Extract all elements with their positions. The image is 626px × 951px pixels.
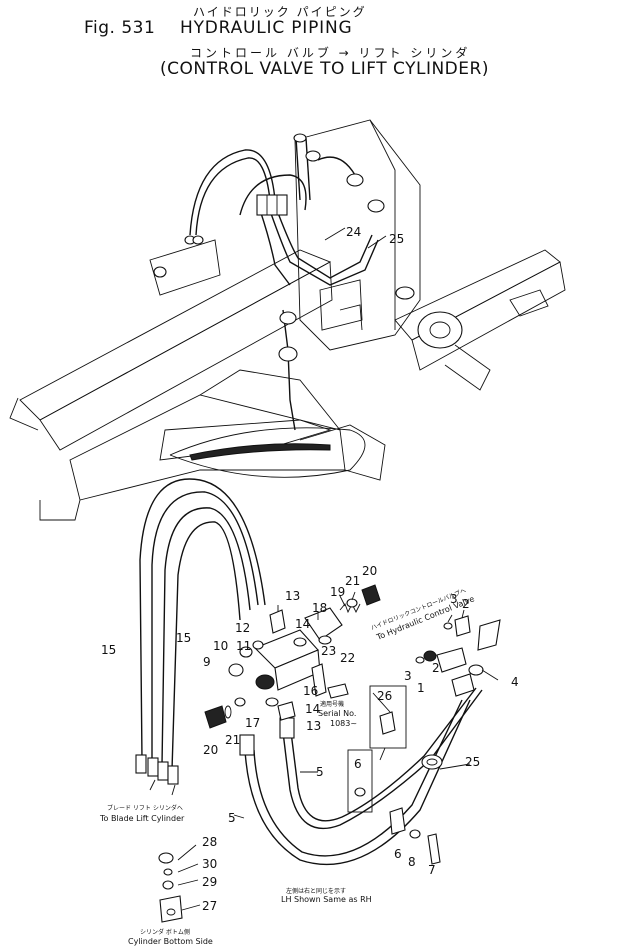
figure-number: Fig. 531 <box>84 18 156 38</box>
callout: 17 <box>245 716 260 730</box>
blade-cylinder-label-jp: ブレード リフト シリンダへ <box>107 804 183 812</box>
callout: 6 <box>394 847 402 861</box>
callout: 27 <box>202 899 217 913</box>
fittings-cluster <box>158 227 501 923</box>
callout: 21 <box>225 733 240 747</box>
callout: 21 <box>345 574 360 588</box>
serial-label-jp: 適用号機 <box>320 700 344 708</box>
callout: 23 <box>321 644 336 658</box>
blade-cylinder-label: To Blade Lift Cylinder <box>99 814 185 823</box>
callout: 11 <box>236 639 251 653</box>
callout: 29 <box>202 875 217 889</box>
callout: 14 <box>305 702 320 716</box>
callout: 2 <box>432 661 440 675</box>
title-japanese: ハイドロリック パイピング <box>193 5 367 19</box>
callout: 2 <box>462 597 470 611</box>
callout: 15 <box>101 643 116 657</box>
callout: 25 <box>389 232 404 246</box>
callout: 24 <box>346 225 361 239</box>
callout: 13 <box>285 589 300 603</box>
callout: 12 <box>235 621 250 635</box>
serial-label: Serial No. <box>318 709 356 718</box>
callout: 15 <box>176 631 191 645</box>
callout: 1 <box>417 681 425 695</box>
lh-note: LH Shown Same as RH <box>281 895 372 904</box>
callout: 26 <box>377 689 392 703</box>
serial-range: 1083~ <box>330 719 357 728</box>
callout: 18 <box>312 601 327 615</box>
callout: 10 <box>213 639 228 653</box>
callout: 28 <box>202 835 217 849</box>
blade-lift-hoses <box>135 478 266 796</box>
callout: 4 <box>511 675 519 689</box>
callout: 8 <box>408 855 416 869</box>
callout: 16 <box>303 684 318 698</box>
callout: 20 <box>203 743 218 757</box>
diagram-subtitle: (CONTROL VALVE TO LIFT CYLINDER) <box>160 59 489 79</box>
callout: 9 <box>203 655 211 669</box>
callout: 13 <box>306 719 321 733</box>
callout: 19 <box>330 585 345 599</box>
callout: 5 <box>228 811 236 825</box>
diagram-title: HYDRAULIC PIPING <box>180 18 353 38</box>
subtitle-japanese: コントロール バルブ → リフト シリンダ <box>190 46 471 60</box>
callout: 3 <box>404 669 412 683</box>
lh-note-jp: 左側は右と同じを示す <box>286 887 346 895</box>
upper-hoses <box>184 133 385 286</box>
callout: 3 <box>450 592 458 606</box>
callout: 25 <box>465 755 480 769</box>
machine-frame <box>9 119 566 521</box>
callout: 22 <box>340 651 355 665</box>
callout: 5 <box>316 765 324 779</box>
bottom-side-label: Cylinder Bottom Side <box>128 937 213 946</box>
callout: 6 <box>354 757 362 771</box>
bottom-side-label-jp: シリンダ ボトム側 <box>140 928 190 936</box>
callout: 30 <box>202 857 217 871</box>
callout-numbers: 24 25 20 21 19 18 13 14 12 11 10 9 15 15… <box>101 225 519 913</box>
callout: 14 <box>295 617 310 631</box>
callout: 20 <box>362 564 377 578</box>
cylinder-hoses <box>239 687 483 866</box>
callout: 7 <box>428 863 436 877</box>
